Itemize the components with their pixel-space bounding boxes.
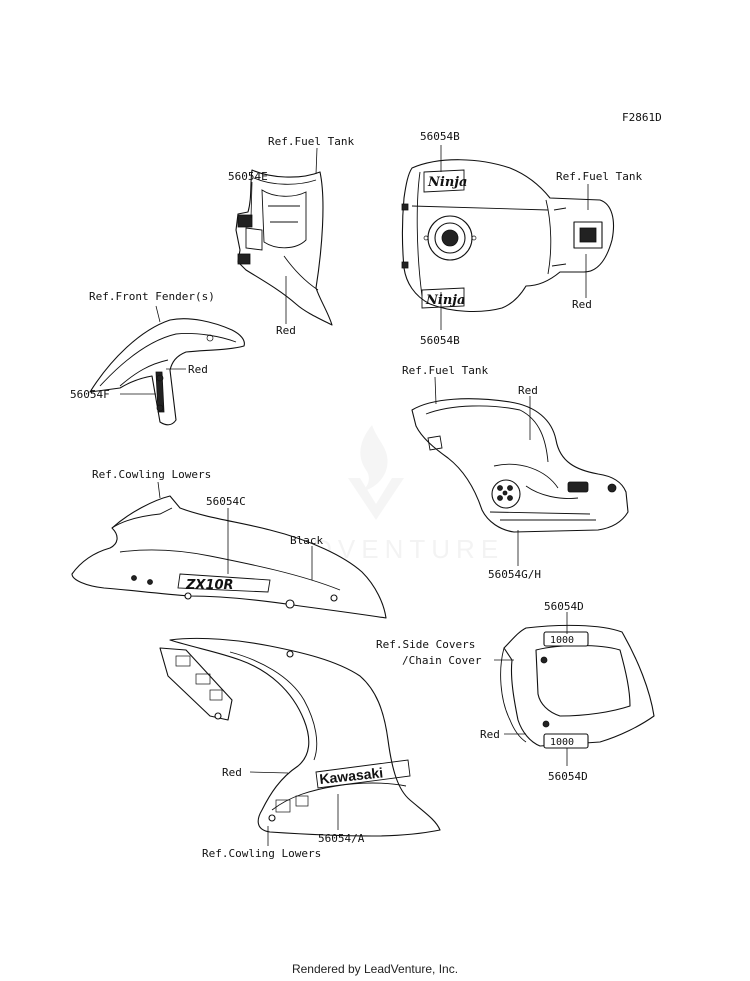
front-fender-illustration — [89, 318, 245, 426]
leaders-part-56054C — [157, 481, 313, 580]
label-ref-fuel-tank-2: Ref.Fuel Tank — [556, 170, 642, 183]
d1000-decal-top: 1000 — [550, 635, 574, 646]
leaders-part-56054B — [440, 145, 589, 330]
label-part-56054GH: 56054G/H — [488, 568, 541, 581]
label-part-56054B-top: 56054B — [420, 130, 460, 143]
label-part-56054C: 56054C — [206, 495, 246, 508]
kawasaki-decal: Kawasaki — [319, 764, 384, 787]
leaders-part-56054D — [494, 612, 568, 766]
tank-side-cover-illustration — [411, 398, 629, 533]
label-ref-cowling-lowers-1: Ref.Cowling Lowers — [92, 468, 211, 481]
label-ref-fuel-tank-3: Ref.Fuel Tank — [402, 364, 488, 377]
upper-cowling-illustration: ZX10R — [71, 495, 387, 619]
label-red-tank-side: Red — [518, 384, 538, 397]
label-ref-fuel-tank-1: Ref.Fuel Tank — [268, 135, 354, 148]
label-part-56054B-bottom: 56054B — [420, 334, 460, 347]
label-part-56054D-bottom: 56054D — [548, 770, 588, 783]
ninja-decal-top: Ninja — [427, 175, 467, 190]
label-part-56054E: 56054E — [228, 170, 268, 183]
tank-front-cover-illustration — [235, 169, 333, 326]
label-chain-cover: /Chain Cover — [402, 654, 482, 667]
label-ref-cowling-lowers-2: Ref.Cowling Lowers — [202, 847, 321, 860]
seat-cowl-illustration: 1000 1000 — [500, 624, 655, 749]
label-ref-front-fender: Ref.Front Fender(s) — [89, 290, 215, 303]
zx10r-decal: ZX10R — [185, 578, 234, 593]
label-black: Black — [290, 534, 323, 547]
label-part-56054D-top: 56054D — [544, 600, 584, 613]
figure-code: F2861D — [622, 111, 662, 124]
leaders-part-56054E — [250, 147, 318, 324]
label-part-56054A: 56054/A — [318, 832, 365, 845]
fuel-tank-top-illustration: Ninja Ninja — [401, 159, 615, 312]
lower-cowling-illustration: Kawasaki — [159, 637, 441, 837]
d1000-decal-bottom: 1000 — [550, 737, 574, 748]
label-ref-side-covers: Ref.Side Covers — [376, 638, 475, 651]
label-red-fender: Red — [188, 363, 208, 376]
label-red-tank: Red — [572, 298, 592, 311]
label-red-side: Red — [480, 728, 500, 741]
leaders-part-56054A — [249, 771, 339, 846]
leaders-part-56054GH — [434, 376, 531, 566]
leaders-part-56054F — [120, 305, 186, 395]
footer-credit: Rendered by LeadVenture, Inc. — [291, 962, 459, 976]
label-red-cowl: Red — [222, 766, 242, 779]
label-part-56054F: 56054F — [70, 388, 110, 401]
label-red-e: Red — [276, 324, 296, 337]
ninja-decal-bottom: Ninja — [425, 293, 465, 308]
